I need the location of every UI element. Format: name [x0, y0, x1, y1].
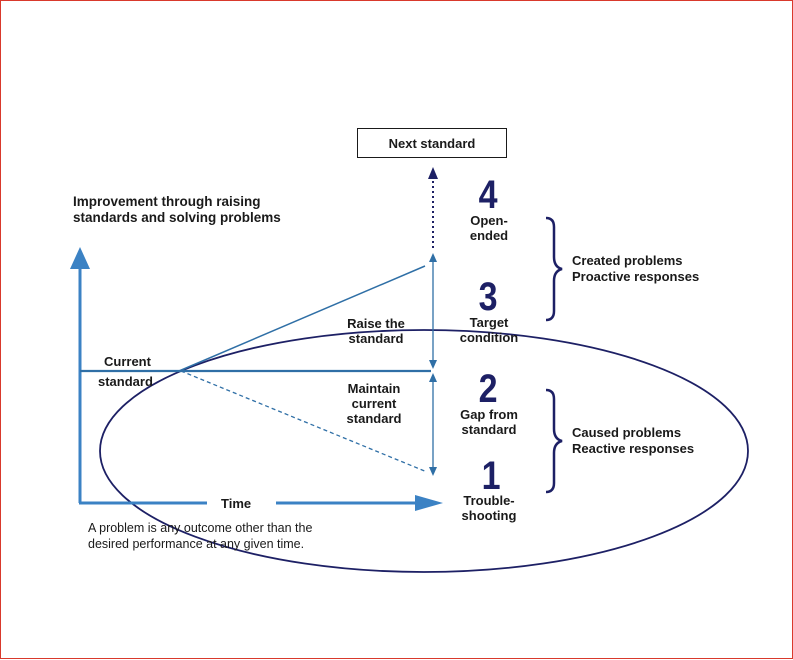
level-3-label-line-1: Target: [469, 315, 509, 330]
caused-problems-label: Caused problems Reactive responses: [572, 425, 694, 457]
footnote-line-2: desired performance at any given time.: [88, 537, 305, 551]
current-standard-label-top: Current: [104, 354, 151, 369]
target-arrow-up-icon: [429, 253, 437, 262]
maintain-line-1: Maintain: [347, 381, 401, 396]
reactive-zone-ellipse: [99, 329, 749, 573]
gap-arrow-up-icon: [429, 373, 437, 382]
caused-problems-brace: [545, 388, 563, 494]
level-3-label: Target condition: [449, 315, 529, 345]
title-line-2: standards and solving problems: [73, 210, 281, 225]
next-standard-box: Next standard: [357, 128, 507, 158]
raise-standard-line: [178, 265, 426, 372]
x-axis-arrow-icon: [415, 495, 443, 511]
declining-performance-line: [180, 370, 428, 473]
raise-standard-label: Raise the standard: [331, 316, 421, 346]
caused-problems-line-2: Reactive responses: [572, 441, 695, 456]
level-1-label: Trouble- shooting: [441, 493, 537, 523]
level-2-label: Gap from standard: [439, 407, 539, 437]
time-axis-label: Time: [221, 496, 252, 511]
created-problems-brace: [545, 216, 563, 322]
footnote-line-1: A problem is any outcome other than the: [88, 521, 313, 535]
level-2-label-line-2: standard: [461, 422, 517, 437]
open-ended-arrow-icon: [428, 167, 438, 179]
raise-standard-line-2: standard: [348, 331, 404, 346]
gap-arrow-down-icon: [429, 467, 437, 476]
level-4-number: 4: [478, 173, 498, 217]
y-axis-arrow-icon: [70, 247, 90, 269]
created-problems-label: Created problems Proactive responses: [572, 253, 699, 285]
next-standard-label: Next standard: [388, 135, 476, 151]
caused-problems-line-1: Caused problems: [572, 425, 682, 440]
level-4-label-line-1: Open-: [470, 213, 508, 228]
target-arrow-down-icon: [429, 360, 437, 369]
maintain-line-3: standard: [346, 411, 402, 426]
maintain-standard-label: Maintain current standard: [329, 381, 419, 426]
raise-standard-line-1: Raise the: [347, 316, 405, 331]
level-3-number: 3: [478, 275, 498, 319]
level-1-label-line-2: shooting: [461, 508, 517, 523]
level-4-label: Open- ended: [449, 213, 529, 243]
diagram-title: Improvement through raising standards an…: [73, 194, 281, 226]
footnote: A problem is any outcome other than the …: [88, 520, 312, 552]
level-3-label-line-2: condition: [459, 330, 519, 345]
level-1-label-line-1: Trouble-: [463, 493, 515, 508]
level-2-label-line-1: Gap from: [460, 407, 518, 422]
level-2-number: 2: [478, 367, 498, 411]
current-standard-label-bottom: standard: [98, 374, 153, 389]
created-problems-line-2: Proactive responses: [572, 269, 700, 284]
created-problems-line-1: Created problems: [572, 253, 683, 268]
title-line-1: Improvement through raising: [73, 194, 261, 209]
level-1-number: 1: [481, 454, 501, 498]
maintain-line-2: current: [351, 396, 397, 411]
level-4-label-line-2: ended: [469, 228, 509, 243]
